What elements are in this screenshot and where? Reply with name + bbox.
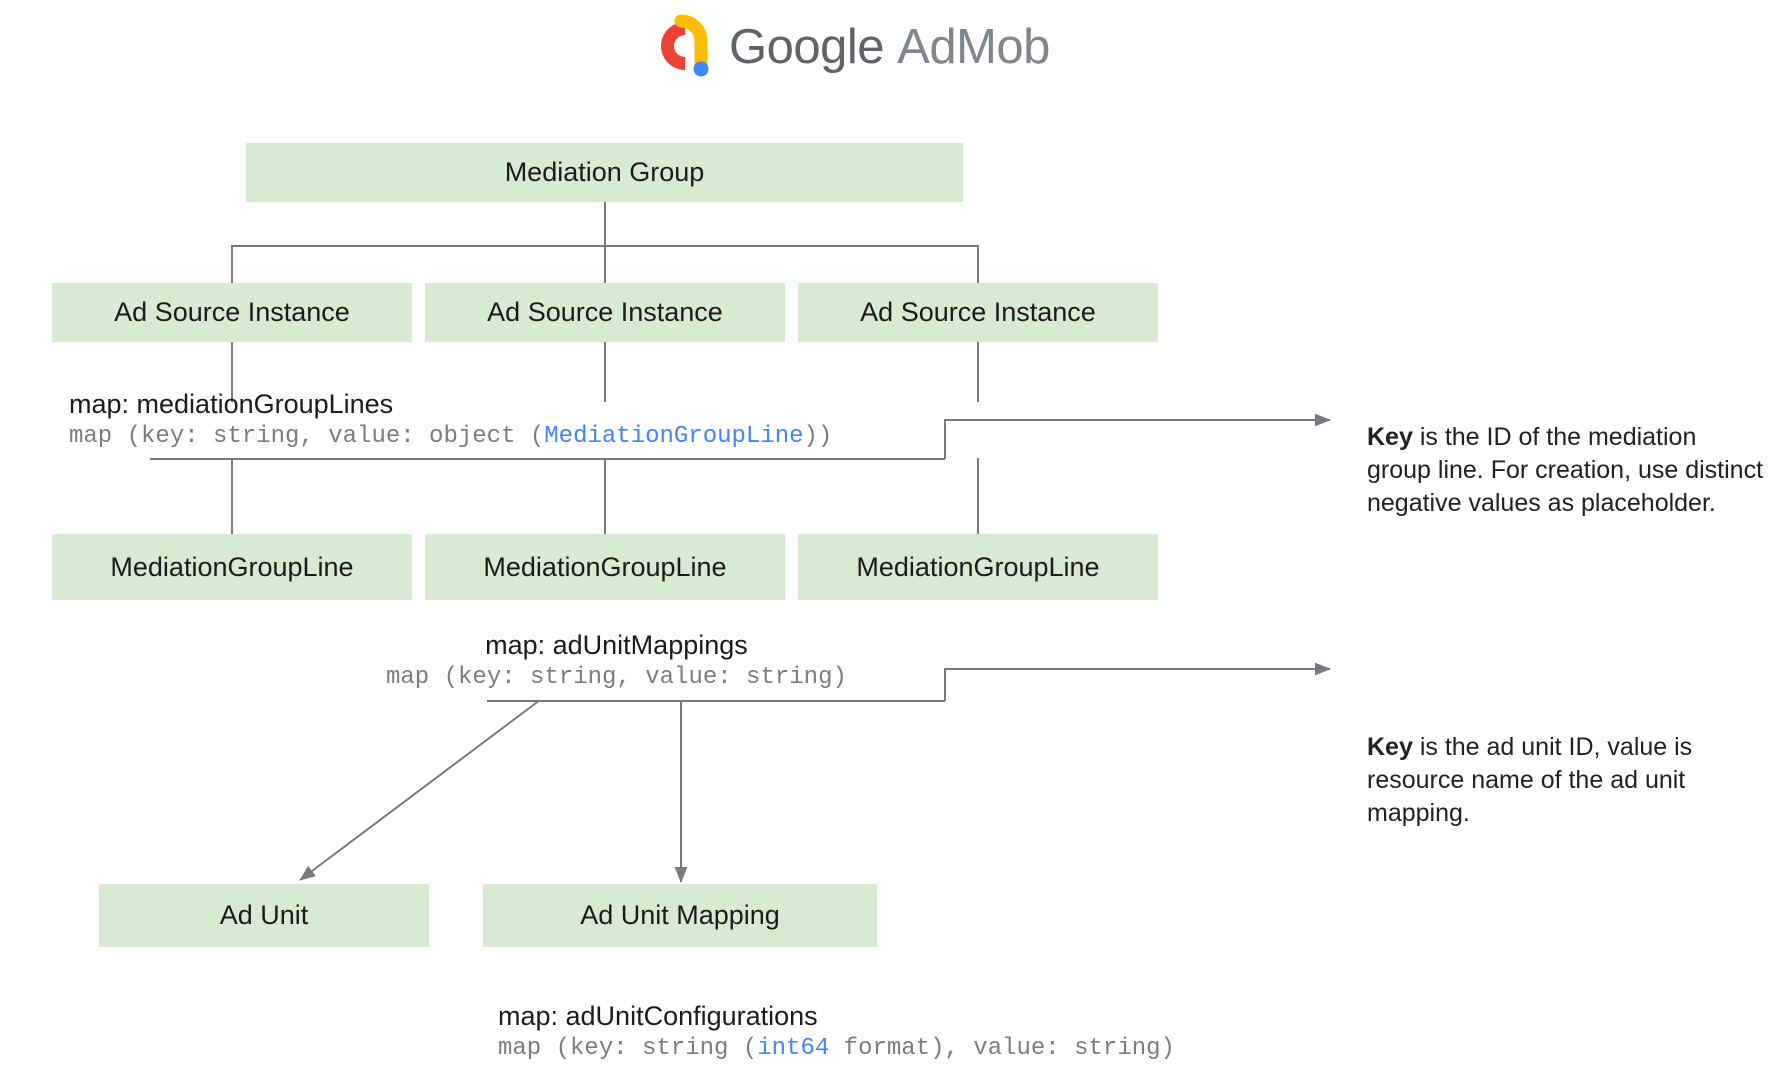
sig-prefix: map (key: string (: [498, 1035, 758, 1063]
connector-mgl-bus: [150, 458, 945, 460]
connector-drop-mgl-1: [231, 458, 233, 534]
node-ad-unit-mapping-label: Ad Unit Mapping: [580, 900, 780, 930]
map-label-ad-unit-mappings: map: adUnitMappings map (key: string, va…: [386, 629, 847, 693]
type-link-int64[interactable]: int64: [757, 1035, 830, 1063]
connector-asi3-down: [977, 342, 979, 402]
connector-aum-riser: [944, 668, 946, 701]
connector-drop-asi-1: [231, 245, 233, 283]
map-label-ad-unit-configurations-title: map: adUnitConfigurations: [498, 1001, 818, 1031]
connector-asi1-down: [231, 342, 233, 402]
node-ad-source-instance-1-label: Ad Source Instance: [114, 297, 350, 327]
node-ad-source-instance-2[interactable]: Ad Source Instance: [425, 283, 785, 342]
node-mediation-group-line-1-label: MediationGroupLine: [110, 551, 354, 582]
side-note-1-body: is the ID of the mediation group line. F…: [1367, 423, 1764, 517]
sig-prefix: map (key: string, value: object (: [69, 423, 545, 451]
map-label-ad-unit-configurations-block: map: adUnitConfigurations map (key: stri…: [498, 1000, 1175, 1064]
map-label-ad-unit-mappings-title: map: adUnitMappings: [485, 630, 748, 660]
connector-asi2-down: [604, 342, 606, 402]
node-mediation-group-line-3[interactable]: MediationGroupLine: [798, 534, 1158, 600]
connector-drop-asi-2: [604, 245, 606, 283]
node-mediation-group-line-2-label: MediationGroupLine: [483, 551, 727, 582]
node-mediation-group-label: Mediation Group: [504, 157, 705, 187]
brand-admob: AdMob: [897, 19, 1050, 74]
connector-aum-bus: [487, 700, 945, 702]
node-ad-unit[interactable]: Ad Unit: [99, 884, 429, 947]
side-note-ad-unit-mapping-key: Key is the ad unit ID, value is resource…: [1367, 731, 1767, 830]
arrow-aum-to-ad-unit: [299, 699, 541, 881]
node-ad-unit-mapping[interactable]: Ad Unit Mapping: [483, 884, 877, 947]
sig-suffix: format), value: string): [829, 1035, 1175, 1063]
brand-google: Google: [729, 19, 885, 74]
connector-drop-mgl-3: [977, 458, 979, 534]
connector-drop-asi-3: [977, 245, 979, 283]
map-label-ad-unit-configurations-signature: map (key: string (int64 format), value: …: [498, 1034, 1175, 1064]
node-ad-unit-label: Ad Unit: [219, 900, 309, 930]
brand-wordmark: Google AdMob: [729, 19, 1050, 74]
node-ad-source-instance-3-label: Ad Source Instance: [860, 297, 1096, 327]
admob-brand-header: Google AdMob: [645, 12, 1050, 82]
admob-logo-icon: [645, 12, 711, 82]
node-mediation-group-line-1[interactable]: MediationGroupLine: [52, 534, 412, 600]
side-note-1-lead: Key: [1367, 423, 1413, 451]
sig-prefix: map (key: string, value: string): [386, 664, 847, 692]
node-ad-source-instance-1[interactable]: Ad Source Instance: [52, 283, 412, 342]
node-ad-source-instance-2-label: Ad Source Instance: [487, 297, 723, 327]
side-note-2-body: is the ad unit ID, value is resource nam…: [1367, 733, 1693, 827]
type-link-mediationgroupline[interactable]: MediationGroupLine: [544, 423, 804, 451]
node-mediation-group[interactable]: Mediation Group: [246, 143, 963, 202]
node-mediation-group-line-2[interactable]: MediationGroupLine: [425, 534, 785, 600]
map-label-ad-unit-mappings-signature: map (key: string, value: string): [386, 663, 847, 693]
map-label-mediation-group-lines: map: mediationGroupLines map (key: strin…: [69, 388, 832, 452]
map-label-mediation-group-lines-signature: map (key: string, value: object (Mediati…: [69, 422, 832, 452]
connector-mgl-riser: [944, 419, 946, 459]
sig-suffix: )): [803, 423, 833, 451]
side-note-mediation-group-line-key: Key is the ID of the mediation group lin…: [1367, 421, 1767, 520]
node-ad-source-instance-3[interactable]: Ad Source Instance: [798, 283, 1158, 342]
side-note-2-lead: Key: [1367, 733, 1413, 761]
map-label-mediation-group-lines-title: map: mediationGroupLines: [69, 389, 394, 419]
node-mediation-group-line-3-label: MediationGroupLine: [856, 551, 1100, 582]
connector-drop-mgl-2: [604, 458, 606, 534]
connector-root-stem: [604, 201, 606, 246]
